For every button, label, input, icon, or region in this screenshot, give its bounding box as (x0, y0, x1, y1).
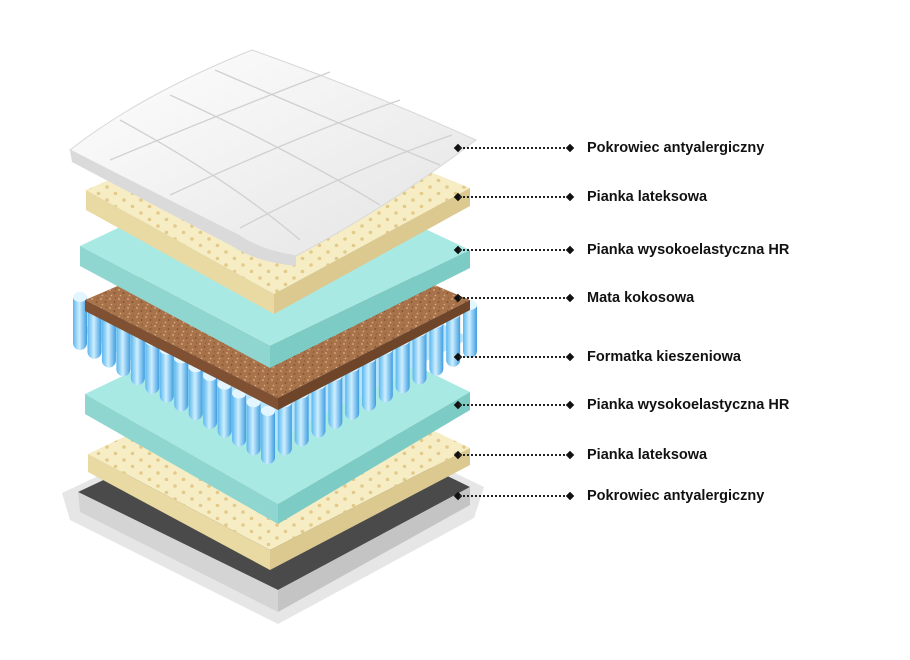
leader-line (459, 196, 569, 198)
layer-label: Mata kokosowa (587, 290, 695, 306)
layer-label: Formatka kieszeniowa (587, 349, 741, 365)
leader-line (459, 404, 569, 406)
layer-label: Pianka lateksowa (587, 447, 708, 463)
spring-coil (232, 388, 247, 447)
spring-coil (73, 292, 87, 350)
leader-dot-icon (565, 400, 575, 410)
layer-label: Pianka wysokoelastyczna HR (587, 397, 790, 413)
leader-dot-icon (565, 293, 575, 303)
label-row: Formatka kieszeniowa (453, 347, 895, 367)
leader-line (459, 356, 569, 358)
leader-line (459, 249, 569, 251)
layer-label: Pokrowiec antyalergiczny (587, 140, 765, 156)
layer-label: Pokrowiec antyalergiczny (587, 488, 765, 504)
leader-line (459, 147, 569, 149)
leader-dot-icon (565, 192, 575, 202)
leader-line (459, 297, 569, 299)
leader-dot-icon (565, 491, 575, 501)
label-row: Pokrowiec antyalergiczny (453, 138, 895, 158)
leader-line (459, 454, 569, 456)
spring-coil (217, 379, 232, 438)
spring-coil (246, 397, 261, 456)
label-row: Pianka wysokoelastyczna HR (453, 395, 895, 415)
layer-label: Pianka wysokoelastyczna HR (587, 242, 790, 258)
leader-line (459, 495, 569, 497)
label-row: Pianka lateksowa (453, 187, 895, 207)
spring-coil (188, 362, 203, 421)
label-row: Pianka wysokoelastyczna HR (453, 240, 895, 260)
spring-coil (261, 406, 275, 464)
spring-coil (203, 370, 218, 429)
label-row: Mata kokosowa (453, 288, 895, 308)
layer-label: Pianka lateksowa (587, 189, 708, 205)
leader-dot-icon (565, 143, 575, 153)
leader-dot-icon (565, 245, 575, 255)
layer-top-cover (69, 49, 477, 266)
label-row: Pianka lateksowa (453, 445, 895, 465)
label-row: Pokrowiec antyalergiczny (453, 486, 895, 506)
leader-dot-icon (565, 352, 575, 362)
leader-dot-icon (565, 450, 575, 460)
